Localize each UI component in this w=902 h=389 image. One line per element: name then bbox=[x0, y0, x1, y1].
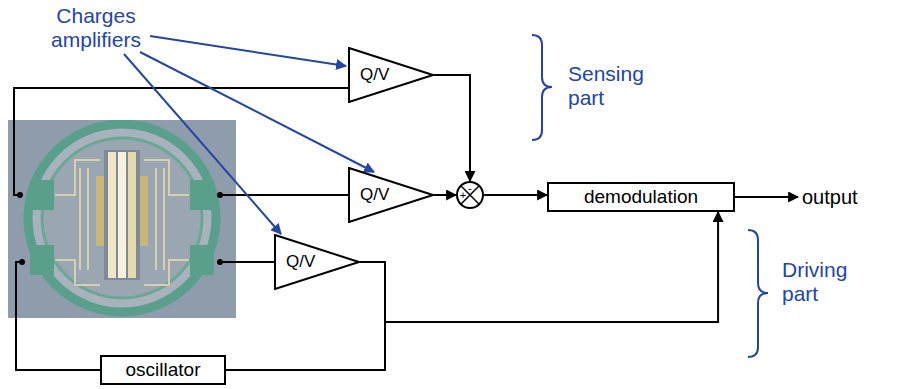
signal-connector bbox=[434, 75, 470, 181]
subtractor-junction: -+ bbox=[456, 181, 484, 209]
leader-arrow bbox=[124, 54, 281, 234]
box-label: demodulation bbox=[584, 186, 698, 208]
triangle-outline bbox=[349, 168, 433, 222]
leader-arrow bbox=[150, 36, 346, 66]
charge-amplifier: Q/V bbox=[348, 167, 434, 223]
amplifier-label: Q/V bbox=[360, 65, 389, 85]
brackets bbox=[532, 35, 768, 357]
wire bbox=[14, 88, 348, 195]
callout-label: Charges amplifiers bbox=[36, 4, 156, 52]
sign-label: + bbox=[460, 190, 466, 201]
wire bbox=[220, 194, 348, 196]
triangle-outline bbox=[349, 48, 433, 102]
process-box: oscillator bbox=[100, 355, 226, 385]
process-box: demodulation bbox=[547, 182, 735, 212]
charge-amplifier: Q/V bbox=[274, 234, 360, 290]
wires bbox=[14, 88, 798, 370]
wire bbox=[16, 262, 100, 370]
curly-bracket bbox=[748, 230, 768, 357]
sign-label: - bbox=[468, 182, 472, 193]
charge-amplifier: Q/V bbox=[348, 47, 434, 103]
pin-dots bbox=[17, 192, 223, 265]
wire bbox=[220, 261, 274, 263]
signal-connector bbox=[360, 212, 718, 322]
signal-label: output bbox=[802, 185, 858, 209]
curly-bracket bbox=[532, 35, 552, 140]
triangle-outline bbox=[275, 235, 359, 289]
output-arrow bbox=[735, 196, 798, 198]
leader-arrows bbox=[124, 36, 374, 234]
amplifier-label: Q/V bbox=[360, 185, 389, 205]
circle-outline bbox=[457, 182, 483, 208]
signal-connector bbox=[484, 194, 547, 196]
section-label: Sensing part bbox=[568, 62, 660, 110]
amplifier-label: Q/V bbox=[286, 252, 315, 272]
signal-connector bbox=[434, 194, 456, 196]
section-label: Driving part bbox=[782, 258, 878, 306]
box-label: oscillator bbox=[126, 359, 201, 381]
gyroscope-photo bbox=[8, 120, 236, 318]
